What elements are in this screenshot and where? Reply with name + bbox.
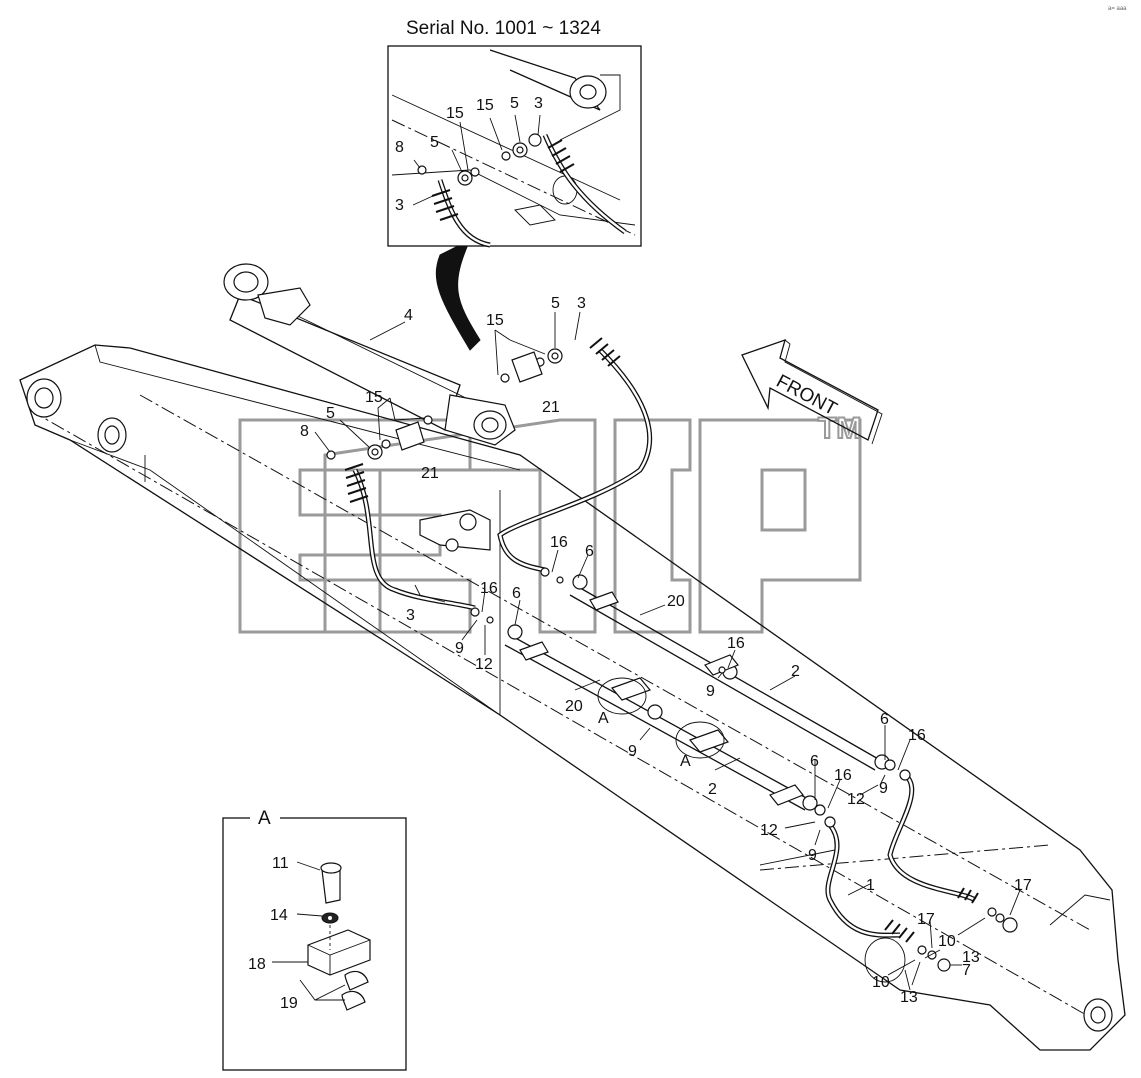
callout-6: 6 [585,543,594,560]
corner-mark: a= aaa [1108,6,1127,12]
callout-6: 6 [512,585,521,602]
callout-13: 13 [962,949,980,966]
callout-16: 16 [908,727,926,744]
hose-lines [344,337,979,943]
callout-21: 21 [542,399,560,416]
callout-3: 3 [406,607,415,624]
callout-2: 2 [708,781,717,798]
callout-10: 10 [938,933,956,950]
inset-callout-8: 8 [395,139,404,156]
front-arrow-text: FRONT [773,371,841,420]
callout-17: 17 [917,911,935,928]
callout-16: 16 [834,767,852,784]
detail-a-panel: A 11 14 18 19 [222,808,407,1071]
callout-15: 15 [486,312,504,329]
callout-20: 20 [667,593,685,610]
boom-cylinder [223,263,516,446]
callout-15: 15 [365,389,383,406]
callout-8: 8 [300,423,309,440]
callout-16: 16 [550,534,568,551]
callout-9: 9 [706,683,715,700]
fittings [326,348,1018,972]
callout-17: 17 [1014,877,1032,894]
callout-9: 9 [455,640,464,657]
callout-12: 12 [760,822,778,839]
inset-serial-title: Serial No. 1001 ~ 1324 [406,18,601,39]
detail-callout-14: 14 [270,907,288,924]
leader-lines [314,239,1021,991]
callout-3: 3 [577,295,586,312]
inset-serial-panel: Serial No. 1001 ~ 1324 8 15 5 3 15 5 3 [387,18,642,248]
callout-A: A [598,710,609,727]
inset-callout-3: 3 [534,95,543,112]
detail-callout-11: 11 [272,855,289,872]
callout-9: 9 [808,847,817,864]
callout-12: 12 [475,656,493,673]
callout-9: 9 [879,780,888,797]
inset-callout-5: 5 [430,134,439,151]
callout-A: A [680,753,691,770]
callout-6: 6 [810,753,819,770]
detail-a-title: A [258,808,271,829]
inset-callout-15: 15 [476,97,494,114]
callout-20: 20 [565,698,583,715]
steel-pipes [504,574,890,811]
callout-1: 1 [866,877,875,894]
callout-21: 21 [421,465,439,482]
inset-callout-15: 15 [446,105,464,122]
callout-5: 5 [551,295,560,312]
callout-16: 16 [727,635,745,652]
boom-arm [19,344,1126,1051]
detail-callout-19: 19 [280,995,298,1012]
watermark-logo: TM [238,411,862,634]
callout-16: 16 [480,580,498,597]
callout-12: 12 [847,791,865,808]
main-callouts: 4 15 5 3 21 15 5 8 21 3 16 6 16 6 9 12 2… [300,295,1032,1006]
inset-callout-3: 3 [395,197,404,214]
callout-9: 9 [628,743,637,760]
inset-callout-5: 5 [510,95,519,112]
callout-7: 7 [962,962,971,979]
callout-13: 13 [900,989,918,1006]
callout-10: 10 [872,974,890,991]
callout-5: 5 [326,405,335,422]
callout-6: 6 [880,711,889,728]
detail-callout-18: 18 [248,956,266,973]
callout-4: 4 [404,307,413,324]
callout-2: 2 [791,663,800,680]
